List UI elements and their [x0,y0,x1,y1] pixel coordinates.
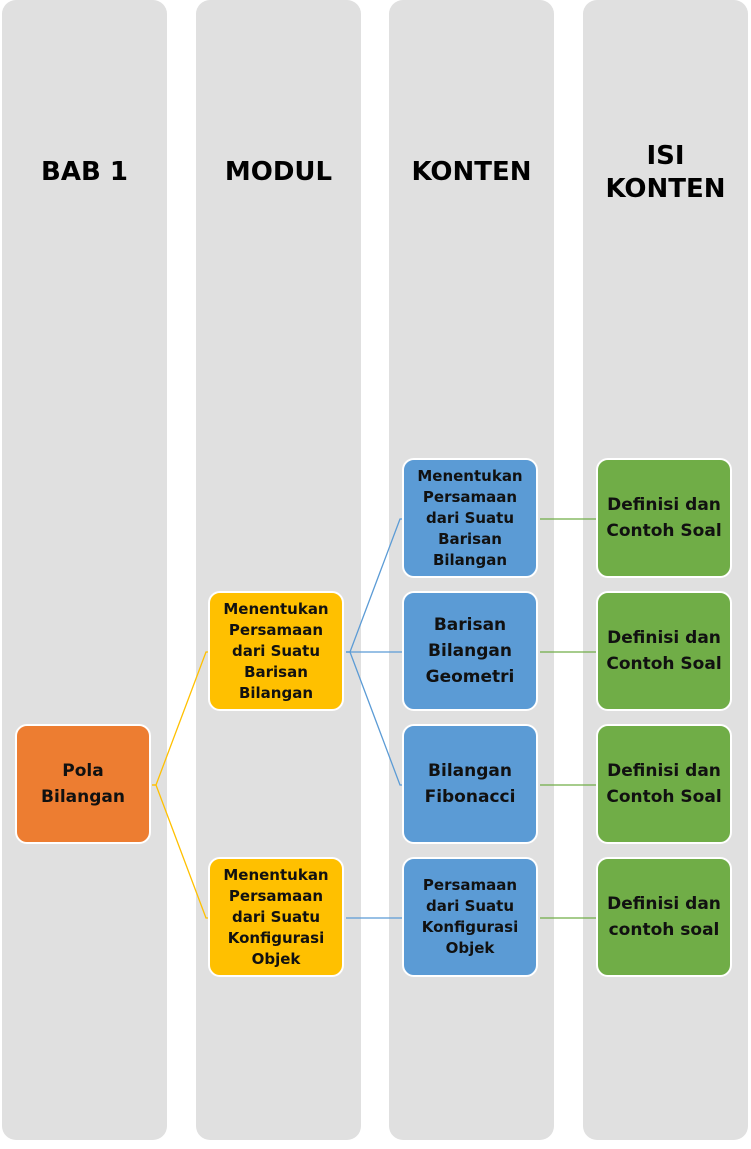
lane-title: MODUL [224,157,333,187]
connector [152,784,208,919]
node-label: Definisi dan Contoh Soal [606,495,722,541]
lane-title: BAB 1 [41,157,128,187]
connector [152,651,208,786]
node-modul-1[interactable]: Menentukan Persamaan dari Suatu Barisan … [208,591,344,711]
lane-title: ISI KONTEN [605,140,726,204]
node-label: Menentukan Persamaan dari Suatu Barisan … [223,599,329,702]
node-bab[interactable]: Pola Bilangan [15,724,151,844]
node-label: Definisi dan Contoh Soal [606,628,722,674]
lane-title: KONTEN [411,157,532,187]
node-label: Pola Bilangan [41,761,125,807]
node-label: Barisan Bilangan Geometri [425,615,515,687]
node-isi-1[interactable]: Definisi dan Contoh Soal [596,458,732,578]
node-isi-2[interactable]: Definisi dan Contoh Soal [596,591,732,711]
node-label: Definisi dan contoh soal [607,894,721,940]
node-label: Menentukan Persamaan dari Suatu Konfigur… [223,865,329,968]
connector [346,651,402,786]
node-label: Definisi dan Contoh Soal [606,761,722,807]
node-label: Bilangan Fibonacci [424,761,516,807]
node-modul-2[interactable]: Menentukan Persamaan dari Suatu Konfigur… [208,857,344,977]
connector [346,518,402,653]
node-konten-4[interactable]: Persamaan dari Suatu Konfigurasi Objek [402,857,538,977]
node-isi-3[interactable]: Definisi dan Contoh Soal [596,724,732,844]
node-konten-1[interactable]: Menentukan Persamaan dari Suatu Barisan … [402,458,538,578]
node-konten-3[interactable]: Bilangan Fibonacci [402,724,538,844]
node-konten-2[interactable]: Barisan Bilangan Geometri [402,591,538,711]
lane-bab: BAB 1 [2,0,167,1140]
node-isi-4[interactable]: Definisi dan contoh soal [596,857,732,977]
node-label: Persamaan dari Suatu Konfigurasi Objek [421,876,519,957]
node-label: Menentukan Persamaan dari Suatu Barisan … [417,466,523,569]
